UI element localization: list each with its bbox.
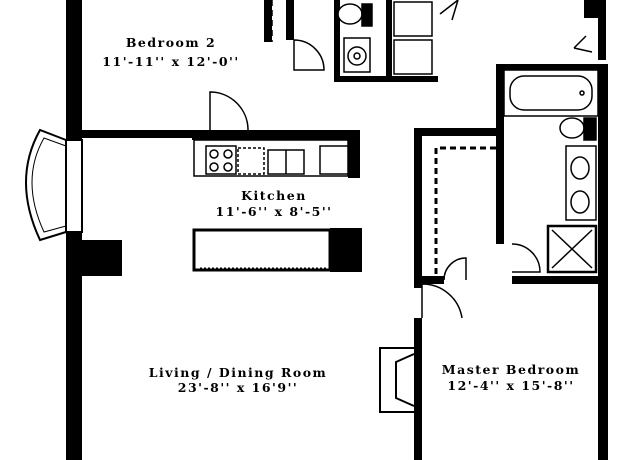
doors bbox=[209, 0, 593, 319]
master-name: Master Bedroom bbox=[442, 362, 580, 377]
vanity-sink-1 bbox=[570, 156, 590, 180]
burner bbox=[223, 149, 233, 159]
master-bath-south-wall bbox=[512, 276, 608, 284]
master-closet-west-wall bbox=[414, 128, 422, 280]
burner bbox=[223, 162, 233, 172]
top-bath-wall bbox=[334, 0, 340, 82]
living-name: Living / Dining Room bbox=[149, 365, 328, 380]
bay-window-frame bbox=[65, 139, 83, 233]
closet-door-top-right bbox=[573, 35, 593, 53]
left-exterior-wall-top bbox=[66, 0, 82, 140]
closet-shelves bbox=[268, 0, 496, 276]
bedroom2-closet-door bbox=[293, 39, 325, 71]
master-bath-west-wall bbox=[496, 64, 504, 244]
fireplace-firebox bbox=[395, 353, 415, 407]
vanity-drain bbox=[353, 52, 361, 60]
kitchen-island bbox=[192, 228, 362, 272]
dryer bbox=[393, 39, 433, 75]
bathtub-inner bbox=[509, 75, 593, 111]
living-column bbox=[82, 240, 122, 276]
left-exterior-wall-bottom bbox=[66, 232, 82, 460]
master-closet-door bbox=[443, 257, 467, 281]
master-entry-jamb bbox=[414, 282, 422, 288]
washer bbox=[393, 1, 433, 37]
master-closet-shelf bbox=[434, 146, 496, 276]
burner bbox=[209, 149, 219, 159]
kitchen-counter bbox=[193, 139, 349, 177]
left-windows bbox=[71, 0, 77, 460]
master-bath-north-wall bbox=[496, 64, 608, 70]
master-bath-door bbox=[511, 243, 541, 273]
master-toilet-tank bbox=[583, 117, 597, 141]
refrigerator bbox=[319, 145, 349, 175]
bay-window-inner bbox=[31, 137, 67, 233]
living-size: 23'-8'' x 16'9'' bbox=[178, 380, 299, 395]
top-right-closet-wall bbox=[598, 0, 606, 60]
bedroom2-name: Bedroom 2 bbox=[126, 35, 216, 50]
bedroom2-east-wall bbox=[264, 0, 272, 42]
top-bath-divider bbox=[386, 0, 392, 82]
bedroom2-size: 11'-11'' x 12'-0'' bbox=[102, 54, 239, 69]
island-counter bbox=[192, 228, 332, 272]
top-bathroom bbox=[337, 1, 433, 75]
bedroom2-door bbox=[209, 91, 249, 131]
master-size: 12'-4'' x 15'-8'' bbox=[447, 378, 574, 393]
vanity-sink-2 bbox=[570, 190, 590, 214]
fireplace bbox=[379, 347, 415, 413]
tub-drain bbox=[579, 90, 585, 96]
shower-cross bbox=[551, 229, 593, 269]
dishwasher bbox=[237, 147, 265, 175]
master-closet-south-wall-left bbox=[414, 276, 444, 284]
kitchen-name: Kitchen bbox=[241, 188, 307, 203]
bath-door-top bbox=[439, 0, 459, 21]
master-east-wall bbox=[598, 64, 608, 460]
kitchen-size: 11'-6'' x 8'-5'' bbox=[216, 204, 333, 219]
toilet bbox=[337, 3, 363, 25]
room-labels: Bedroom 2 11'-11'' x 12'-0'' Kitchen 11'… bbox=[102, 35, 580, 395]
master-west-wall bbox=[414, 318, 422, 460]
island-end bbox=[330, 228, 362, 272]
bedroom2-closet-wall bbox=[286, 0, 294, 40]
master-closet-north-wall bbox=[414, 128, 496, 136]
master-bathroom bbox=[503, 69, 599, 274]
master-toilet bbox=[559, 117, 585, 139]
master-entry-door bbox=[421, 283, 463, 319]
bedroom2-south-wall bbox=[82, 130, 210, 138]
burner bbox=[209, 162, 219, 172]
toilet-tank bbox=[361, 3, 373, 27]
kitchen-north-wall bbox=[192, 130, 360, 140]
walls bbox=[66, 0, 608, 460]
kitchen-east-wall bbox=[348, 130, 360, 178]
bay-window bbox=[25, 128, 83, 242]
